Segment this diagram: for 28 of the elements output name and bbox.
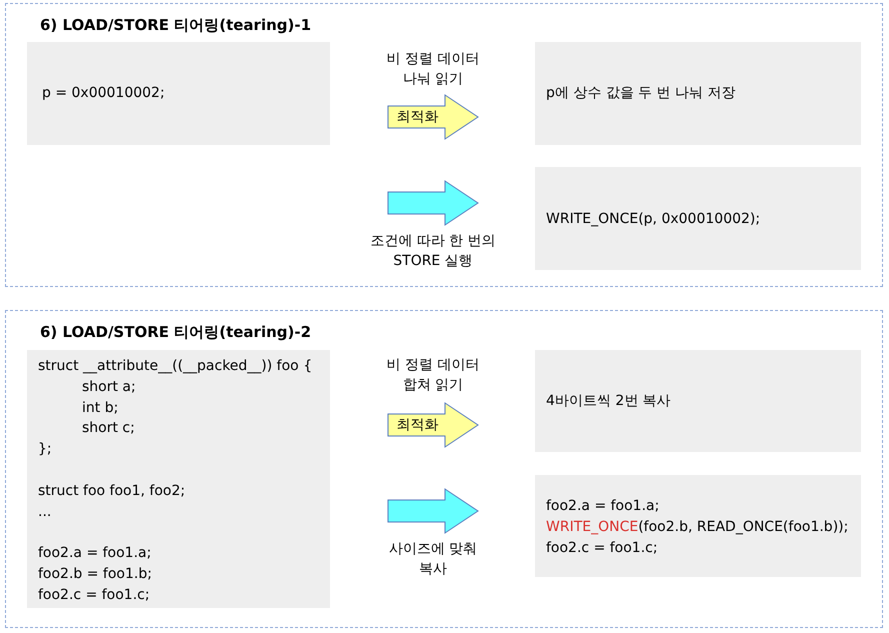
code-line: int b; bbox=[82, 400, 118, 416]
arrow-caption: 사이즈에 맞춰 복사 bbox=[388, 540, 478, 579]
code-line: short c; bbox=[82, 420, 135, 436]
code-line: p에 상수 값을 두 번 나눠 저장 bbox=[546, 85, 736, 101]
code-line: ... bbox=[38, 504, 52, 520]
code-line: (foo2.b, READ_ONCE(foo1.b)); bbox=[638, 518, 848, 535]
code-line: struct __attribute__((__packed__)) foo { bbox=[38, 358, 312, 374]
section-panel bbox=[5, 310, 883, 628]
code-line: }; bbox=[38, 441, 52, 458]
section-title: 6) LOAD/STORE 티어링(tearing)-1 bbox=[40, 16, 312, 35]
code-line: WRITE_ONCE(p, 0x00010002); bbox=[546, 211, 760, 227]
code-line: 4바이트씩 2번 복사 bbox=[546, 393, 671, 409]
code-line: foo2.c = foo1.c; bbox=[38, 586, 150, 603]
code-line: foo2.a = foo1.a; bbox=[546, 498, 660, 514]
code-line: WRITE_ONCE bbox=[546, 518, 638, 535]
code-line: short a; bbox=[82, 378, 136, 395]
section-panel bbox=[5, 3, 883, 287]
block-arrow bbox=[388, 488, 479, 534]
code-line: foo2.b = foo1.b; bbox=[38, 566, 152, 582]
arrow-caption: 비 정렬 데이터 나눠 읽기 bbox=[386, 50, 480, 89]
arrow-caption: 비 정렬 데이터 합쳐 읽기 bbox=[386, 356, 480, 395]
block-arrow bbox=[388, 180, 479, 226]
code-line: foo2.a = foo1.a; bbox=[38, 545, 152, 562]
code-line: foo2.c = foo1.c; bbox=[546, 540, 658, 556]
arrow-caption: 조건에 따라 한 번의 STORE 실행 bbox=[369, 232, 497, 271]
code-line: p = 0x00010002; bbox=[42, 85, 165, 101]
code-line: struct foo foo1, foo2; bbox=[38, 482, 186, 499]
section-title: 6) LOAD/STORE 티어링(tearing)-2 bbox=[40, 323, 312, 342]
